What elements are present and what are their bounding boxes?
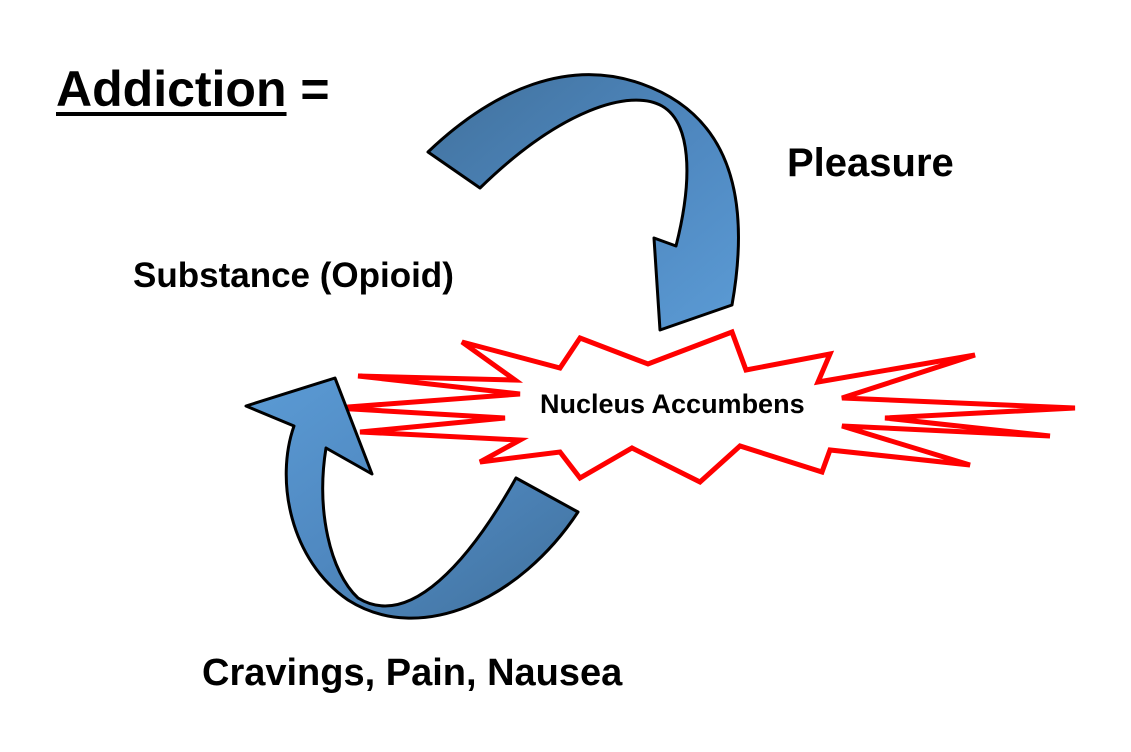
cravings-label: Cravings, Pain, Nausea bbox=[202, 652, 623, 694]
substance-label: Substance (Opioid) bbox=[133, 256, 454, 295]
page-title: Addiction = bbox=[56, 64, 330, 114]
top-curved-arrow-icon bbox=[426, 73, 740, 332]
bottom-curved-arrow-icon bbox=[244, 376, 580, 620]
nucleus-starburst bbox=[334, 328, 1076, 485]
pleasure-label: Pleasure bbox=[787, 141, 954, 185]
title-equals: = bbox=[286, 61, 330, 117]
title-word: Addiction bbox=[56, 61, 287, 117]
nucleus-accumbens-label: Nucleus Accumbens bbox=[540, 389, 805, 419]
